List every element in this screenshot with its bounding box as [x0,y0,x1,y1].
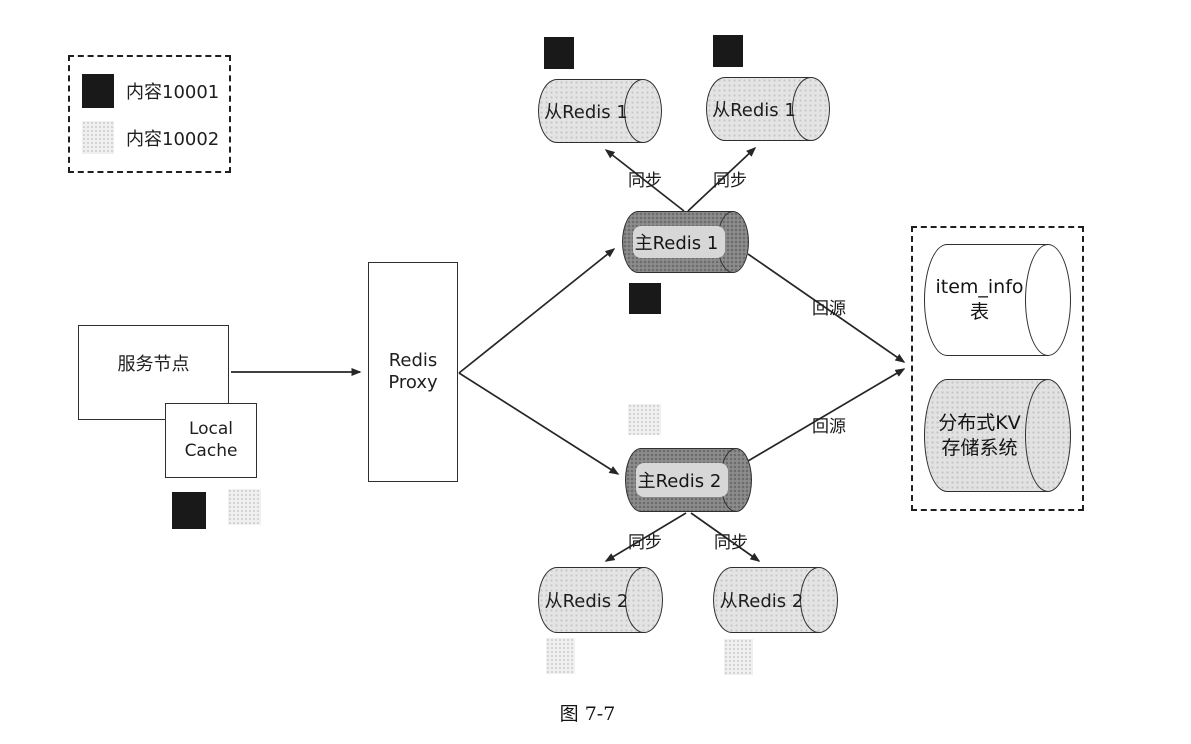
item-info-table-label-line2: 表 [969,301,989,323]
legend-label: 内容10001 [126,81,220,103]
item-info-table-label: item_info 表 [928,244,1031,356]
back-source-label-top: 回源 [812,299,846,319]
edge-master1-back-to-storage [747,253,906,363]
slave-redis-2b-cylinder: 从Redis 2 [713,567,838,633]
figure-caption: 图 7-7 [559,703,616,725]
edge-master2-sync-slave2a [604,512,687,562]
redis-proxy-label-line2: Proxy [388,372,438,393]
kv-store-cylinder: 分布式KV 存储系统 [924,379,1071,492]
item-info-table-cylinder: item_info 表 [924,244,1071,356]
slave-redis-1a-label: 从Redis 1 [544,102,628,123]
slave-redis-2a-cylinder: 从Redis 2 [538,567,663,633]
slave-redis-1b-content-10001-marker [713,35,743,67]
redis-proxy-box: Redis Proxy [368,262,458,482]
slave-redis-2b-content-10002-marker [724,639,753,675]
legend-item-content-10001: 内容10001 [82,73,220,108]
cylinder-cap [625,567,663,633]
legend: 内容10001 内容10002 [68,55,231,173]
cylinder-cap [800,567,838,633]
master-redis-1-cylinder: 主Redis 1 [622,211,749,273]
cylinder-cap [720,448,752,512]
edge-proxy-to-master2 [458,372,620,475]
content-10001-swatch [82,73,114,108]
sync-label-top-right: 同步 [713,171,747,191]
slave-redis-1b-cylinder: 从Redis 1 [706,77,830,141]
local-cache-content-10001-marker [172,492,206,529]
slave-redis-2b-label: 从Redis 2 [719,591,804,612]
edge-master2-back-to-storage [747,368,906,462]
master-redis-1-content-10001-marker [629,283,661,314]
master-redis-1-label: 主Redis 1 [634,233,719,254]
slave-redis-1a-cylinder: 从Redis 1 [538,79,662,143]
master-redis-2-label: 主Redis 2 [637,471,722,492]
sync-label-bottom-left: 同步 [628,533,662,553]
cylinder-cap [1025,379,1071,492]
sync-label-top-left: 同步 [628,171,662,191]
edge-proxy-to-master1 [458,248,616,374]
slave-redis-1b-label: 从Redis 1 [712,100,796,121]
sync-label-bottom-right: 同步 [714,533,748,553]
local-cache-label-line2: Cache [184,440,238,461]
master-redis-2-cylinder: 主Redis 2 [625,448,752,512]
master-redis-2-content-10002-marker [628,404,661,435]
kv-store-label: 分布式KV 存储系统 [928,379,1031,492]
slave-redis-2a-content-10002-marker [546,638,575,674]
local-cache-content-10002-marker [228,489,261,525]
service-node-label: 服务节点 [117,354,190,376]
cylinder-cap [792,77,830,141]
cylinder-cap [624,79,662,143]
legend-item-content-10002: 内容10002 [82,121,220,155]
legend-label: 内容10002 [126,128,220,150]
edge-master1-sync-slave1b [687,146,757,212]
local-cache-box: Local Cache [165,403,257,478]
content-10002-swatch [82,121,114,155]
cylinder-cap [1025,244,1071,356]
local-cache-label-line1: Local [188,419,234,440]
cylinder-body [924,379,1048,492]
back-source-label-bottom: 回源 [812,417,846,437]
master-redis-1-label-strip [633,226,725,258]
edge-master1-sync-slave1a [604,149,685,212]
redis-proxy-label-line1: Redis [388,349,438,371]
kv-store-label-line2: 存储系统 [941,436,1018,459]
slave-redis-1a-content-10001-marker [544,37,574,69]
item-info-table-label-line1: item_info [935,276,1024,299]
slave-redis-2a-label: 从Redis 2 [544,591,629,612]
edge-master2-sync-slave2b [690,512,761,562]
kv-store-label-line1: 分布式KV [938,411,1021,434]
master-redis-2-label-strip [636,463,728,497]
backing-storage-group [911,226,1084,511]
